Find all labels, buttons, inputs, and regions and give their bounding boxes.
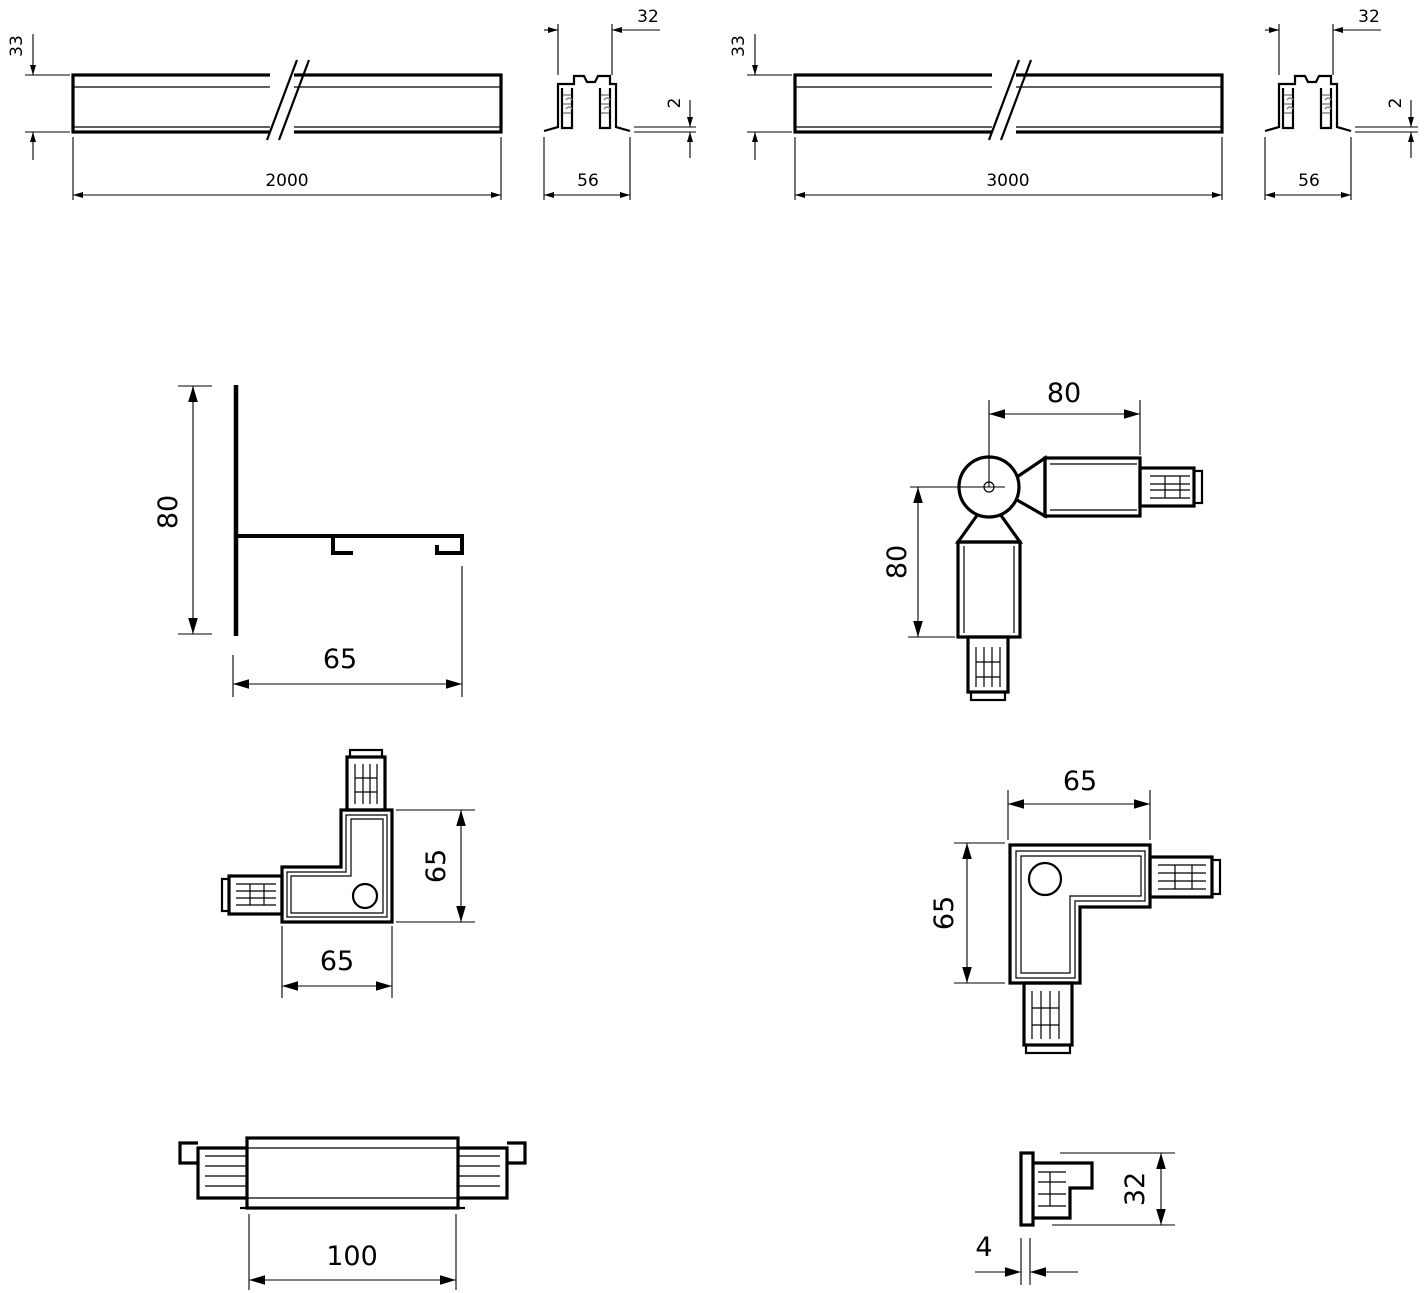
end-cap-height-dimension: 32	[1052, 1152, 1175, 1226]
straight-connector-length-label: 100	[326, 1241, 378, 1272]
rail-2000-length-dimension: 2000	[72, 137, 502, 200]
end-cap-thickness-label: 4	[975, 1232, 992, 1263]
suspension-bracket-width-dimension: 65	[232, 566, 463, 697]
end-cap-drawing	[1019, 1151, 1094, 1227]
l-connector-right-height-label: 65	[929, 896, 960, 930]
l-connector-right-height-dimension: 65	[929, 842, 1005, 984]
rail-3000-height-dimension: 33	[729, 34, 792, 160]
rail-2000-flange-dimension: 2	[634, 98, 696, 158]
rail-3000-profile-width-dimension: 56	[1264, 137, 1352, 200]
l-connector-right-drawing	[1008, 843, 1222, 1055]
suspension-bracket-height-label: 80	[153, 495, 184, 529]
rail-3000-height-label: 33	[729, 35, 749, 57]
rail-2000-profile-view	[543, 74, 631, 133]
rail-3000-length-label: 3000	[986, 171, 1029, 191]
rail-2000-flange-label: 2	[665, 98, 685, 109]
rail-3000-side-view	[793, 59, 1224, 141]
straight-connector-drawing	[178, 1136, 527, 1210]
l-connector-left-height-dimension: 65	[396, 809, 475, 923]
l-connector-right-width-label: 65	[1063, 766, 1097, 797]
rail-3000-profile-view	[1264, 74, 1352, 133]
suspension-bracket-height-dimension: 80	[153, 385, 212, 635]
flexible-connector-height-label: 80	[882, 545, 913, 579]
rail-3000-flange-label: 2	[1386, 98, 1406, 109]
flexible-connector-width-label: 80	[1047, 378, 1081, 409]
rail-3000-flange-dimension: 2	[1355, 98, 1418, 158]
end-cap-thickness-dimension: 4	[975, 1232, 1078, 1285]
l-connector-left-height-label: 65	[421, 849, 452, 883]
rail-3000-profile-height-label: 32	[1358, 7, 1380, 27]
rail-3000-length-dimension: 3000	[794, 137, 1223, 200]
suspension-bracket-width-label: 65	[323, 644, 357, 675]
flexible-connector-width-dimension: 80	[989, 378, 1141, 455]
rail-2000-profile-height-dimension: 32	[544, 7, 660, 75]
flexible-connector-drawing	[910, 400, 1204, 702]
rail-2000-side-view	[71, 59, 503, 141]
rail-3000-profile-height-dimension: 32	[1265, 7, 1381, 75]
end-cap-height-label: 32	[1120, 1172, 1151, 1206]
suspension-bracket-drawing	[233, 385, 464, 636]
rail-2000-height-dimension: 33	[7, 34, 70, 160]
rail-2000-height-label: 33	[7, 35, 27, 57]
rail-2000-length-label: 2000	[265, 171, 308, 191]
rail-2000-profile-width-label: 56	[577, 171, 599, 191]
rail-2000-profile-width-dimension: 56	[543, 137, 631, 200]
l-connector-right-width-dimension: 65	[1007, 766, 1151, 840]
rail-3000-profile-width-label: 56	[1298, 171, 1320, 191]
l-connector-left-width-dimension: 65	[281, 926, 393, 998]
straight-connector-length-dimension: 100	[248, 1214, 457, 1290]
l-connector-left-width-label: 65	[320, 946, 354, 977]
l-connector-left-drawing	[220, 748, 394, 924]
rail-2000-profile-height-label: 32	[637, 7, 659, 27]
flexible-connector-height-dimension: 80	[882, 487, 955, 638]
